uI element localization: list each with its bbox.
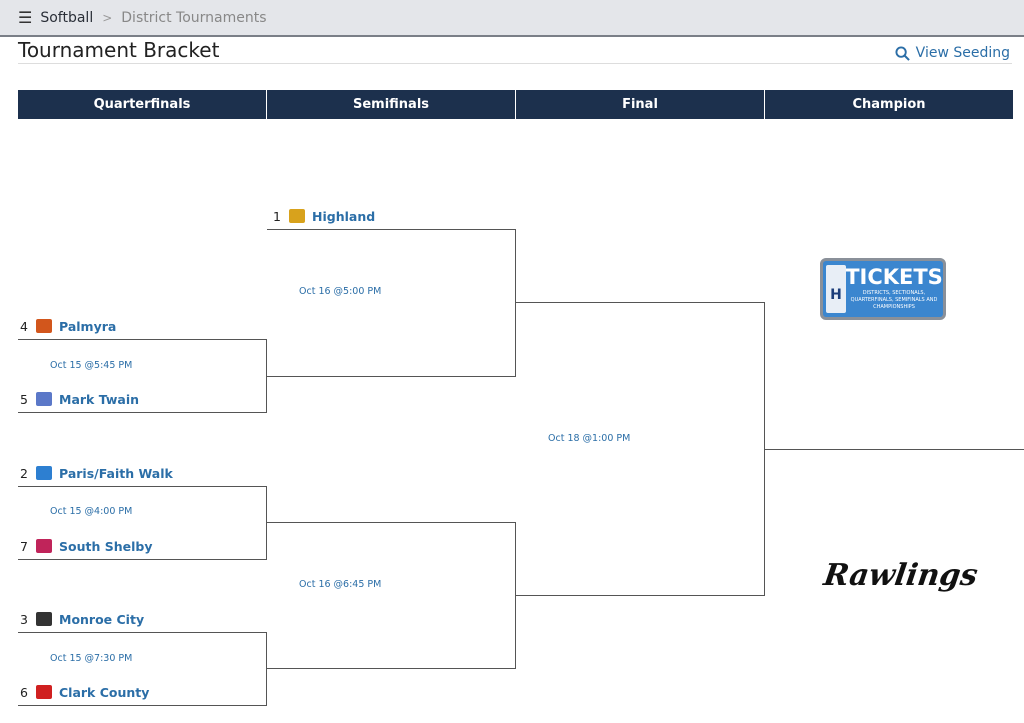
tickets-ad[interactable]: H TICKETS DISTRICTS, SECTIONALS, QUARTER… <box>820 258 946 320</box>
bracket-line <box>18 486 267 487</box>
tickets-subtitle: DISTRICTS, SECTIONALS, QUARTERFINALS, SE… <box>850 290 938 310</box>
team-name[interactable]: Palmyra <box>59 318 117 334</box>
game-date[interactable]: Oct 16 @6:45 PM <box>299 579 382 590</box>
bracket-line <box>515 229 516 377</box>
team-logo-icon <box>36 612 52 626</box>
bracket-line <box>18 632 267 633</box>
breadcrumb-district-tournaments: District Tournaments <box>121 9 267 26</box>
team-name[interactable]: Clark County <box>59 684 150 700</box>
bracket-line <box>18 559 267 560</box>
team-name[interactable]: Monroe City <box>59 611 145 627</box>
seed: 4 <box>20 318 28 334</box>
team-logo-icon <box>36 392 52 406</box>
game-date[interactable]: Oct 15 @7:30 PM <box>50 653 133 664</box>
team-slot[interactable]: 7 South Shelby <box>20 537 152 555</box>
tickets-title: TICKETS <box>845 265 943 289</box>
game-date[interactable]: Oct 15 @4:00 PM <box>50 506 133 517</box>
team-slot[interactable]: 1 Highland <box>273 207 375 225</box>
breadcrumb-softball[interactable]: Softball <box>40 9 94 26</box>
seed: 2 <box>20 465 28 481</box>
seed: 1 <box>273 208 281 224</box>
sponsor-logo[interactable]: Rawlings <box>821 558 980 593</box>
top-bar: ☰ Softball > District Tournaments <box>0 0 1024 37</box>
team-logo-icon <box>36 539 52 553</box>
team-name[interactable]: South Shelby <box>59 538 153 554</box>
bracket-line <box>516 302 765 303</box>
bracket-line <box>515 522 516 669</box>
team-name[interactable]: Highland <box>312 208 376 224</box>
view-seeding-link[interactable]: View Seeding <box>895 45 1010 61</box>
team-slot[interactable]: 2 Paris/Faith Walk <box>20 464 173 482</box>
bracket-line <box>516 595 765 596</box>
round-header-semifinals: Semifinals <box>267 90 515 119</box>
team-slot[interactable]: 3 Monroe City <box>20 610 144 628</box>
mshsaa-logo: H <box>826 265 846 313</box>
seed: 7 <box>20 538 28 554</box>
bracket-line <box>18 705 267 706</box>
team-slot[interactable]: 5 Mark Twain <box>20 390 139 408</box>
bracket-line <box>267 376 516 377</box>
seed: 6 <box>20 684 28 700</box>
game-date[interactable]: Oct 15 @5:45 PM <box>50 360 133 371</box>
round-header-quarterfinals: Quarterfinals <box>18 90 266 119</box>
team-logo-icon <box>36 685 52 699</box>
title-divider <box>18 63 1012 64</box>
bracket-line <box>266 632 267 706</box>
bracket-line <box>267 668 516 669</box>
bracket-line <box>18 412 267 413</box>
team-logo-icon <box>36 319 52 333</box>
search-icon <box>895 45 910 61</box>
bracket-line <box>765 449 1024 450</box>
seed: 3 <box>20 611 28 627</box>
round-header-champion: Champion <box>765 90 1013 119</box>
seed: 5 <box>20 391 28 407</box>
bracket-line <box>266 339 267 413</box>
team-slot[interactable]: 4 Palmyra <box>20 317 116 335</box>
team-slot[interactable]: 6 Clark County <box>20 683 149 701</box>
breadcrumb-separator: > <box>102 10 113 25</box>
team-logo-icon <box>36 466 52 480</box>
bracket-line <box>764 302 765 596</box>
bracket-line <box>267 229 516 230</box>
bracket-line <box>267 522 516 523</box>
team-name[interactable]: Paris/Faith Walk <box>59 465 173 481</box>
team-logo-icon <box>289 209 305 223</box>
bracket-line <box>266 486 267 560</box>
round-header-final: Final <box>516 90 764 119</box>
page-title: Tournament Bracket <box>18 38 220 62</box>
hamburger-icon[interactable]: ☰ <box>18 8 33 27</box>
game-date[interactable]: Oct 18 @1:00 PM <box>548 433 631 444</box>
view-seeding-label: View Seeding <box>915 45 1010 61</box>
game-date[interactable]: Oct 16 @5:00 PM <box>299 286 382 297</box>
team-name[interactable]: Mark Twain <box>59 391 140 407</box>
bracket-line <box>18 339 267 340</box>
